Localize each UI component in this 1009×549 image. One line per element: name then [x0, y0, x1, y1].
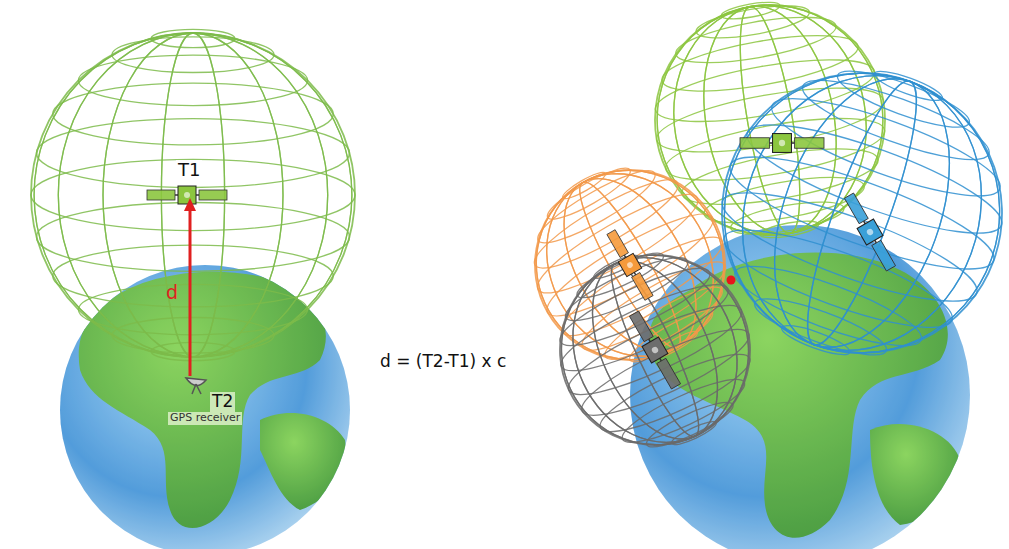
satellite-icon — [147, 186, 227, 204]
arrowhead — [184, 198, 196, 211]
satellite-icon — [626, 309, 684, 391]
signal-sphere — [528, 222, 782, 478]
receiver-dish — [186, 378, 206, 394]
signal-sphere — [636, 0, 903, 256]
formula-label: d = (T2-T1) x c — [378, 352, 508, 372]
signal-sphere — [31, 29, 355, 360]
receiver-label: GPS receiver — [168, 412, 242, 425]
receiver-time-label: T2 — [210, 392, 235, 412]
satellite-icon — [841, 191, 899, 273]
position-dot — [727, 276, 736, 285]
satellite-time-label: T1 — [176, 160, 202, 181]
distance-line — [189, 208, 192, 376]
satellite-icon — [604, 228, 657, 302]
distance-label: d — [164, 282, 180, 304]
signal-sphere — [681, 31, 1009, 396]
satellite-icon — [740, 134, 824, 153]
